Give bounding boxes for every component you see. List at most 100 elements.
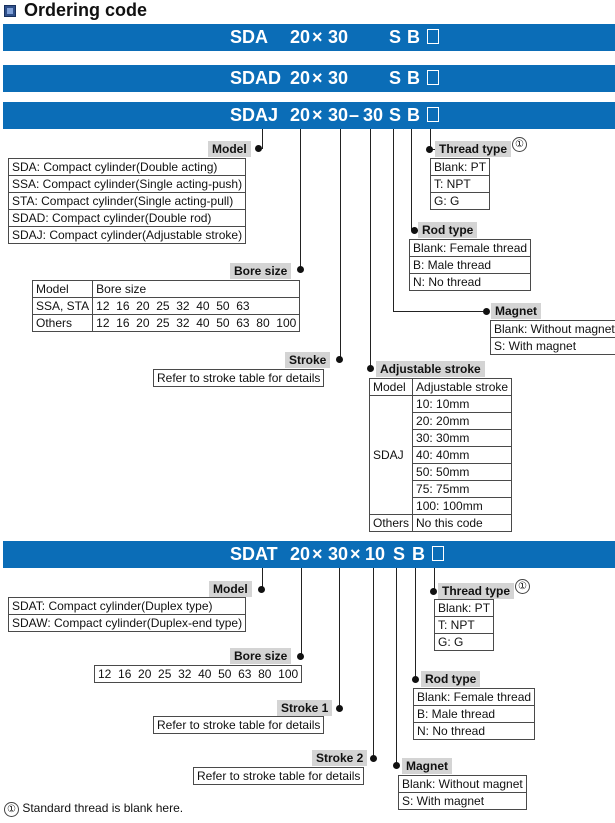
connector-line	[393, 129, 394, 311]
code-bar-sdad: SDAD 20 × 30 S B	[3, 65, 615, 92]
code-stroke: 30	[328, 27, 349, 47]
code-times: ×	[312, 105, 323, 125]
rod-option: B: Male thread	[408, 256, 532, 274]
code-magnet: S	[389, 68, 402, 88]
adj-option: 40: 40mm	[412, 446, 513, 464]
table-row: G: G	[433, 633, 495, 651]
magnet-dot	[483, 308, 490, 315]
magnet-option: S: With magnet	[490, 337, 615, 355]
rod-dot	[411, 227, 418, 234]
adj-option: 100: 100mm	[412, 497, 513, 515]
code-magnet: S	[393, 544, 406, 564]
code-stroke: 30	[328, 105, 349, 125]
stroke2-note: Refer to stroke table for details	[193, 767, 365, 785]
table-row: STA: Compact cylinder(Single acting-pull…	[7, 192, 247, 210]
connector-line	[262, 568, 263, 589]
rod-table: Blank: Female thread B: Male thread N: N…	[408, 239, 532, 291]
table-row: B: Male thread	[412, 705, 536, 723]
stroke1-dot	[336, 705, 343, 712]
table-row: SDAD: Compact cylinder(Double rod)	[7, 209, 247, 227]
bore-dot	[297, 266, 304, 273]
title-square-icon	[4, 5, 16, 17]
connector-line	[430, 129, 431, 150]
adj-stroke-label: Adjustable stroke	[376, 361, 485, 377]
thread-option: G: G	[429, 192, 491, 210]
rod-option: Blank: Female thread	[408, 239, 532, 257]
code-rod: B	[412, 544, 425, 564]
code-bar-sdaj: SDAJ 20 × 30 – 30 S B	[3, 102, 615, 129]
magnet-option: Blank: Without magnet	[490, 320, 615, 338]
connector-line	[415, 568, 416, 679]
code-rod: B	[407, 27, 420, 47]
thread-table: Blank: PT T: NPT G: G	[429, 158, 491, 210]
connector-line	[393, 311, 483, 312]
thread-type-label: Thread type	[435, 141, 512, 157]
code-bore: 20	[290, 27, 311, 47]
table-header: Model	[31, 280, 94, 298]
code-times: ×	[312, 68, 323, 88]
code-dash: –	[349, 105, 360, 125]
footnote-marker: ①	[512, 137, 527, 152]
thread-option: Blank: PT	[433, 599, 495, 617]
stroke-label: Stroke	[285, 352, 331, 368]
thread-option: Blank: PT	[429, 158, 491, 176]
table-row: SDAJ: Compact cylinder(Adjustable stroke…	[7, 226, 247, 244]
connector-line	[339, 568, 340, 708]
table-row: N: No thread	[412, 722, 536, 740]
bore-size-label: Bore size	[230, 263, 292, 279]
magnet-label: Magnet	[491, 303, 541, 319]
code-stroke: 30	[328, 68, 349, 88]
rod-type-label: Rod type	[418, 222, 478, 238]
rod-option: B: Male thread	[412, 705, 536, 723]
model-option: STA: Compact cylinder(Single acting-pull…	[7, 192, 247, 210]
adj-option: 50: 50mm	[412, 463, 513, 481]
table-row: Blank: Without magnet	[490, 320, 615, 338]
magnet-table: Blank: Without magnet S: With magnet	[490, 320, 615, 355]
magnet-option: S: With magnet	[398, 792, 527, 810]
table-row: N: No thread	[408, 273, 532, 291]
code-bar-sda: SDA 20 × 30 S B	[3, 24, 615, 51]
model-dot	[258, 586, 265, 593]
table-header: Model	[368, 378, 414, 396]
magnet-label: Magnet	[402, 758, 452, 774]
table-row: Blank: Female thread	[412, 688, 536, 706]
model-table: SDAT: Compact cylinder(Duplex type) SDAW…	[7, 597, 247, 632]
rod-option: N: No thread	[408, 273, 532, 291]
table-header: Bore size	[92, 280, 301, 298]
table-row: T: NPT	[429, 175, 491, 193]
stroke1-label: Stroke 1	[277, 700, 333, 716]
table-row: T: NPT	[433, 616, 495, 634]
stroke-dot	[336, 356, 343, 363]
table-row: 100: 100mm	[370, 497, 513, 515]
code-series: SDAJ	[230, 105, 279, 125]
magnet-option: Blank: Without magnet	[398, 775, 527, 793]
code-series: SDAD	[230, 68, 282, 88]
rod-option: Blank: Female thread	[412, 688, 536, 706]
table-row: Blank: PT	[433, 599, 495, 617]
model-option: SDA: Compact cylinder(Double acting)	[7, 158, 247, 176]
code-stroke1: 30	[328, 544, 349, 564]
rod-table: Blank: Female thread B: Male thread N: N…	[412, 688, 536, 740]
rod-option: N: No thread	[412, 722, 536, 740]
code-magnet: S	[389, 27, 402, 47]
code-magnet: S	[389, 105, 402, 125]
bore-values: 12 16 20 25 32 40 50 63 80 100	[92, 314, 301, 332]
adj-others: Others	[368, 514, 414, 532]
code-bore: 20	[290, 68, 311, 88]
bore-model: Others	[31, 314, 94, 332]
stroke2-dot	[370, 755, 377, 762]
table-row: B: Male thread	[408, 256, 532, 274]
table-row: SDA: Compact cylinder(Double acting)	[7, 158, 247, 176]
model-option: SDAT: Compact cylinder(Duplex type)	[7, 597, 247, 615]
connector-line	[373, 568, 374, 758]
magnet-table: Blank: Without magnet S: With magnet	[398, 775, 527, 810]
bore-size-label: Bore size	[230, 648, 292, 664]
adj-option: 30: 30mm	[412, 429, 513, 447]
code-rod: B	[407, 105, 420, 125]
code-series: SDA	[230, 27, 269, 47]
